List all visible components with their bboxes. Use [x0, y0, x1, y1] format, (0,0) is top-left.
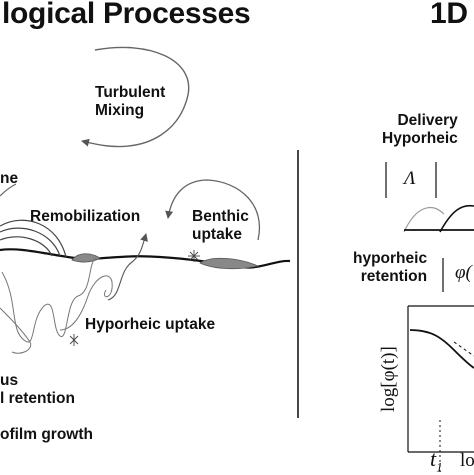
sediment-deposit: [199, 257, 260, 270]
x-axis-label-fragment: lo: [460, 450, 474, 471]
turbulent-mixing-label: Turbulent Mixing: [95, 84, 166, 119]
sediment-deposit: [71, 253, 101, 263]
t1-subscript: 1: [436, 459, 443, 475]
benthic-uptake-arrow: [165, 179, 261, 241]
exchange-arc: [439, 204, 474, 233]
biofilm-label-fragment: ofilm growth: [0, 426, 93, 443]
bed-flow-line: [0, 219, 67, 258]
y-axis-label: log[φ(t)]: [378, 346, 399, 412]
zone-arc: [0, 183, 17, 197]
benthic-uptake-label: Benthic uptake: [192, 208, 249, 243]
retention-curve: [409, 329, 474, 369]
hyporheic-uptake-label: Hyporheic uptake: [85, 316, 216, 333]
exchange-arc: [403, 206, 445, 233]
remobilization-label: Remobilization: [30, 208, 141, 225]
delivery-label: Delivery Hyporheic: [382, 112, 458, 147]
hyporheic-flow-path: [59, 275, 113, 331]
bed-flow-line: [0, 236, 53, 257]
retention-curve-asymptote: [453, 341, 474, 357]
zone-label-fragment: ne: [0, 170, 19, 187]
hyporheic-flow-path: [0, 307, 32, 354]
turbulent-mixing-loop: [81, 46, 190, 148]
lambda-symbol: Λ: [404, 168, 416, 189]
right-panel-title: 1D: [430, 0, 468, 30]
uptake-spark-icon: [188, 250, 200, 262]
remobilization-arrow: [107, 233, 148, 301]
phi-symbol: φ(: [455, 262, 472, 283]
hyporheic-flow-path: [1, 257, 97, 343]
t1-label: t1: [430, 446, 443, 475]
bed-flow-line: [0, 227, 61, 257]
hyporheic-retention-label: hyporheic retention: [353, 250, 428, 285]
uptake-spark-icon: [69, 334, 79, 346]
retention-label-fragment: us l retention: [0, 372, 75, 407]
left-panel-title: logical Processes: [2, 0, 251, 30]
